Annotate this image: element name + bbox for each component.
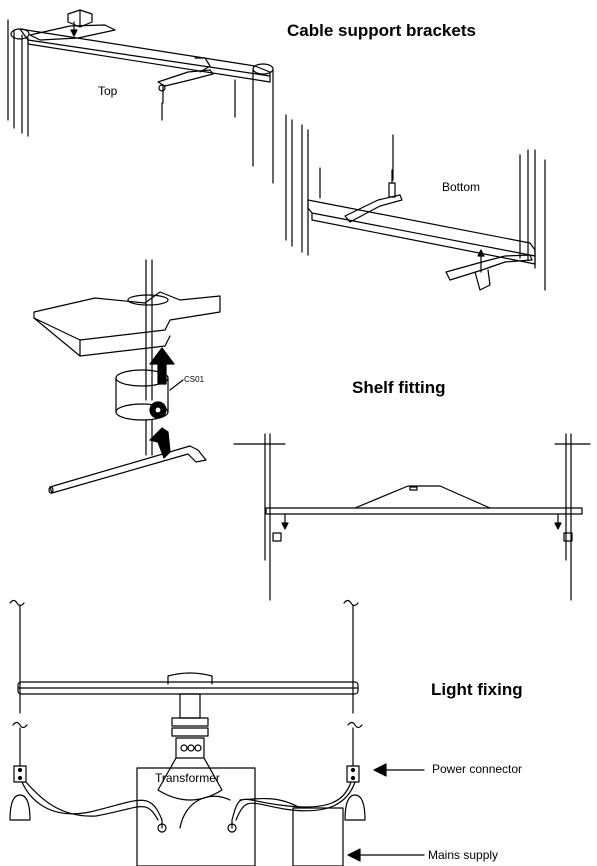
top-bracket-view: [7, 9, 274, 184]
label-top: Top: [98, 84, 118, 98]
label-bottom: Bottom: [442, 180, 481, 194]
bottom-bracket-left: [344, 169, 403, 223]
light-fixing-view: [9, 599, 425, 866]
label-transformer: Transformer: [155, 771, 220, 785]
heading-light-fixing: Light fixing: [431, 680, 523, 699]
label-part-code: CS01: [184, 375, 205, 384]
label-power-connector: Power connector: [432, 762, 523, 776]
top-bracket-left: [29, 9, 116, 41]
label-mains-supply: Mains supply: [428, 848, 499, 862]
bottom-bracket-view: [285, 114, 546, 291]
heading-cable-brackets: Cable support brackets: [287, 21, 476, 40]
bottom-bracket-right: [445, 249, 533, 291]
top-bracket-right: [157, 57, 214, 121]
clamp-detail: [33, 259, 221, 494]
heading-shelf-fitting: Shelf fitting: [352, 378, 446, 397]
shelf-fitting-view: [233, 433, 591, 601]
